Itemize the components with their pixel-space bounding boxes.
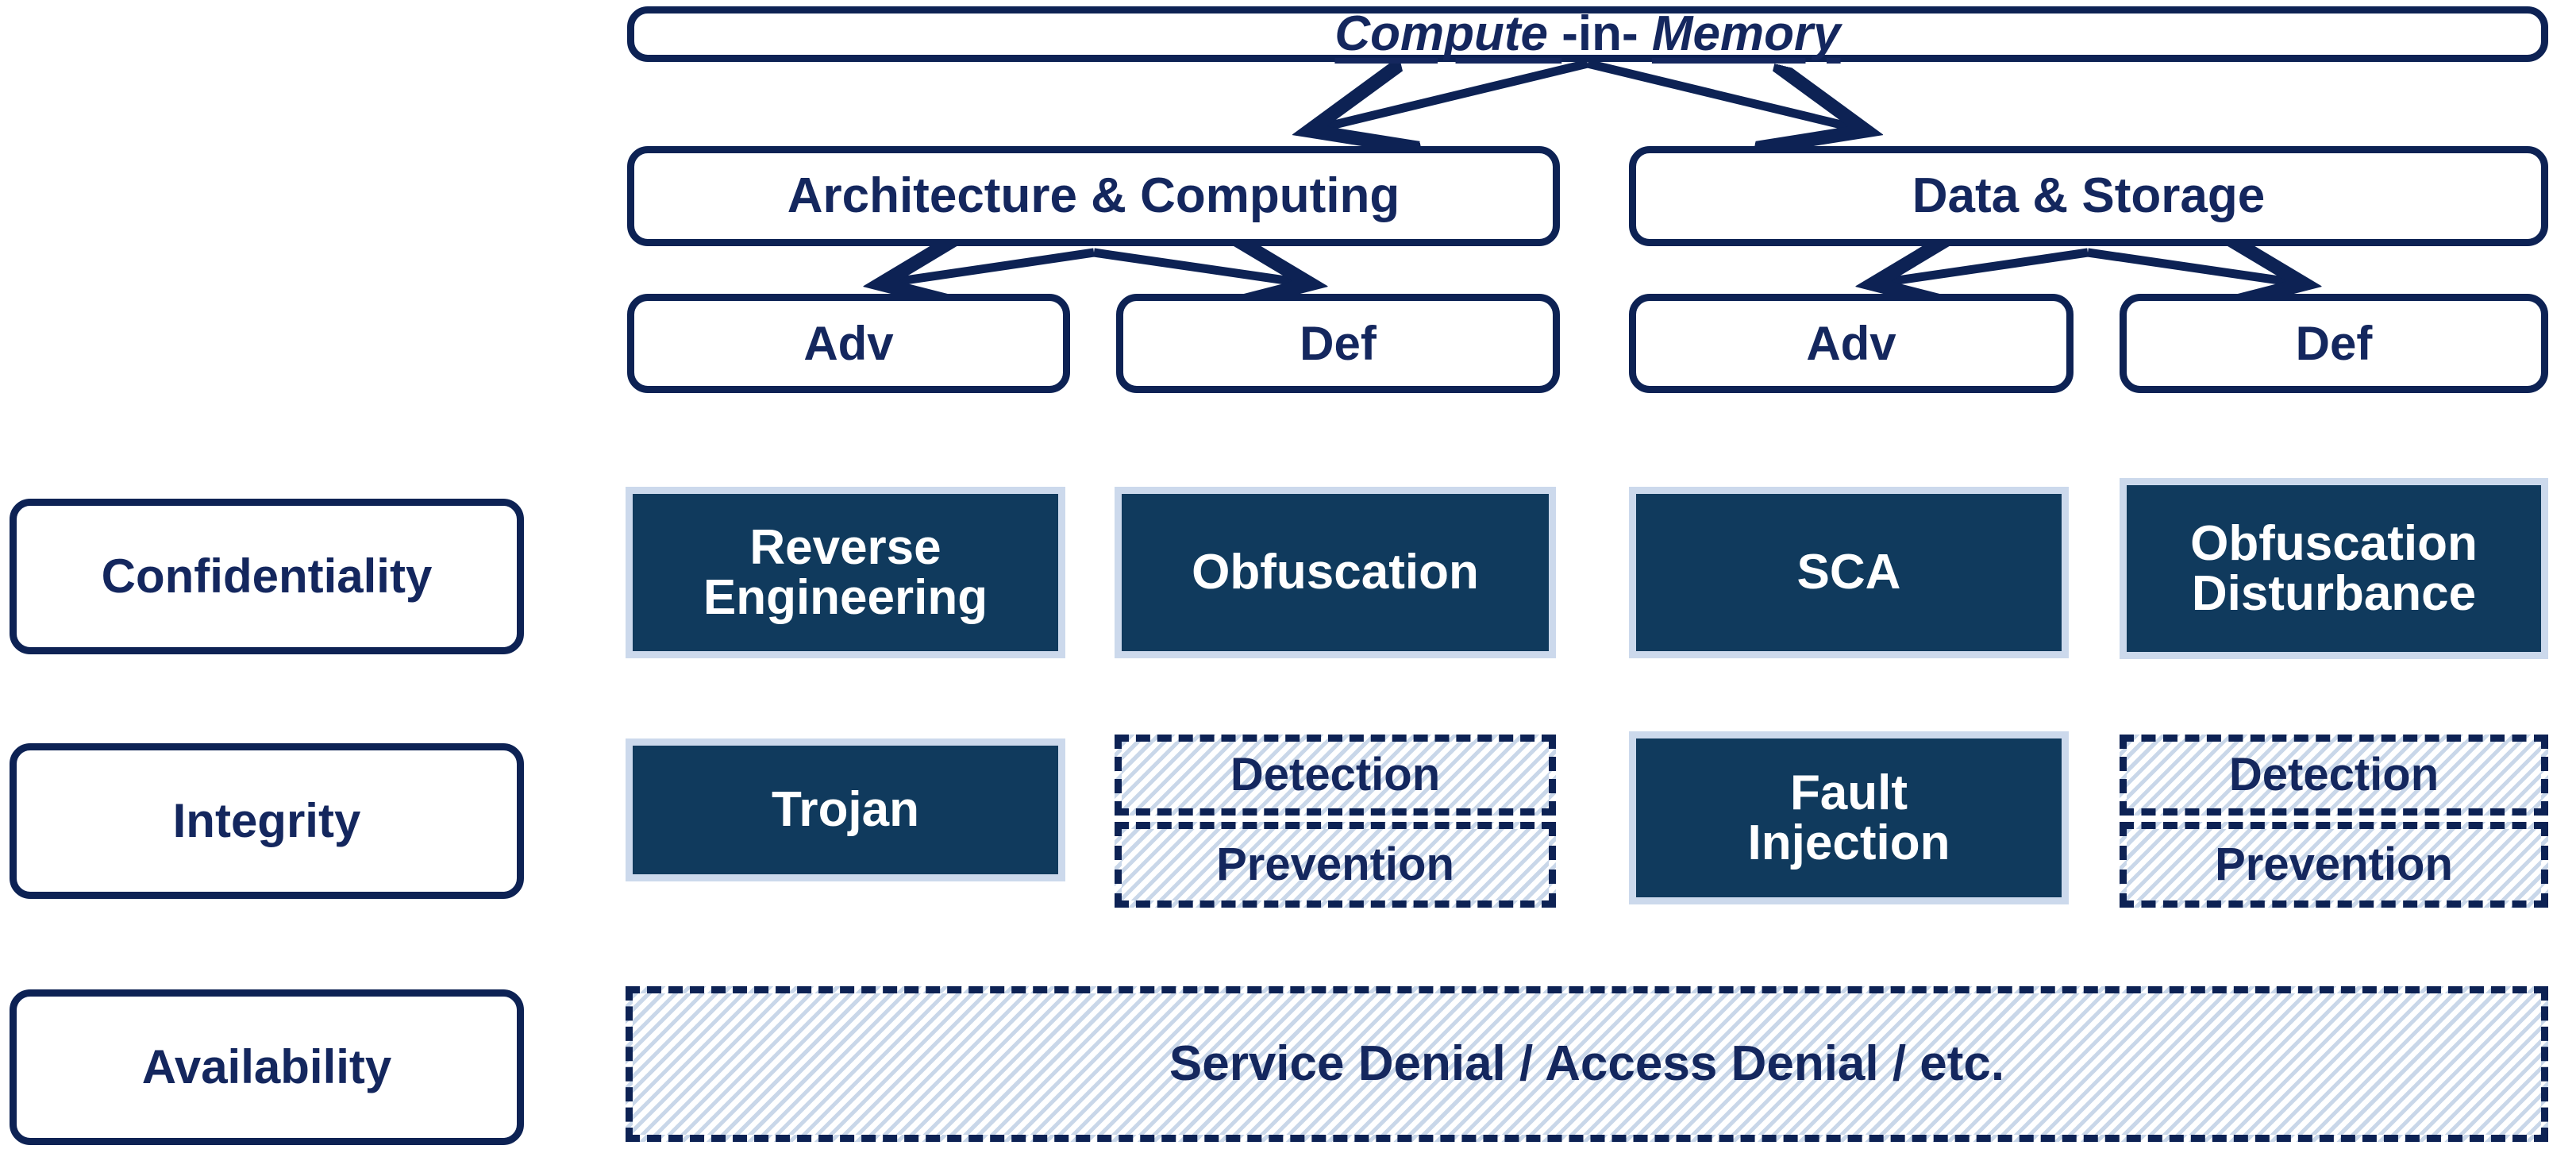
cell-integrity-arch-adv[interactable]: Trojan [626,738,1065,881]
cell-text: SCA [1796,545,1901,600]
cell-integrity-data-def-prevention[interactable]: Prevention [2120,822,2548,908]
cell-confidentiality-data-adv[interactable]: SCA [1629,487,2069,658]
title-box: Compute -in- Memory [627,6,2548,62]
cell-text: Fault Injection [1747,765,1950,870]
cell-integrity-data-def-detection[interactable]: Detection [2120,735,2548,816]
title-in: -in- [1561,6,1652,62]
title-compute: Compute [1334,6,1562,62]
cell-confidentiality-arch-adv[interactable]: Reverse Engineering [626,487,1065,658]
node-architecture-computing[interactable]: Architecture & Computing [627,146,1560,246]
cell-confidentiality-arch-def[interactable]: Obfuscation [1115,487,1556,658]
row-label-integrity[interactable]: Integrity [10,743,524,899]
cell-availability-all[interactable]: Service Denial / Access Denial / etc. [626,986,2548,1142]
node-data-adv[interactable]: Adv [1629,294,2074,393]
cell-text: Obfuscation Disturbance [2190,515,2478,621]
row-label-availability[interactable]: Availability [10,989,524,1145]
cell-integrity-arch-def-detection[interactable]: Detection [1115,735,1556,816]
node-arch-def[interactable]: Def [1116,294,1560,393]
node-arch-adv[interactable]: Adv [627,294,1070,393]
title-memory: Memory [1651,6,1841,62]
row-label-confidentiality[interactable]: Confidentiality [10,499,524,654]
page-title: Compute -in- Memory [1334,9,1840,59]
cell-text: Reverse Engineering [703,519,988,625]
cell-integrity-arch-def-prevention[interactable]: Prevention [1115,822,1556,908]
node-data-storage[interactable]: Data & Storage [1629,146,2548,246]
cell-integrity-data-adv[interactable]: Fault Injection [1629,731,2069,904]
node-data-def[interactable]: Def [2120,294,2548,393]
cell-text: Obfuscation [1192,545,1479,600]
cell-text: Trojan [771,782,920,838]
cell-confidentiality-data-def[interactable]: Obfuscation Disturbance [2120,478,2548,659]
